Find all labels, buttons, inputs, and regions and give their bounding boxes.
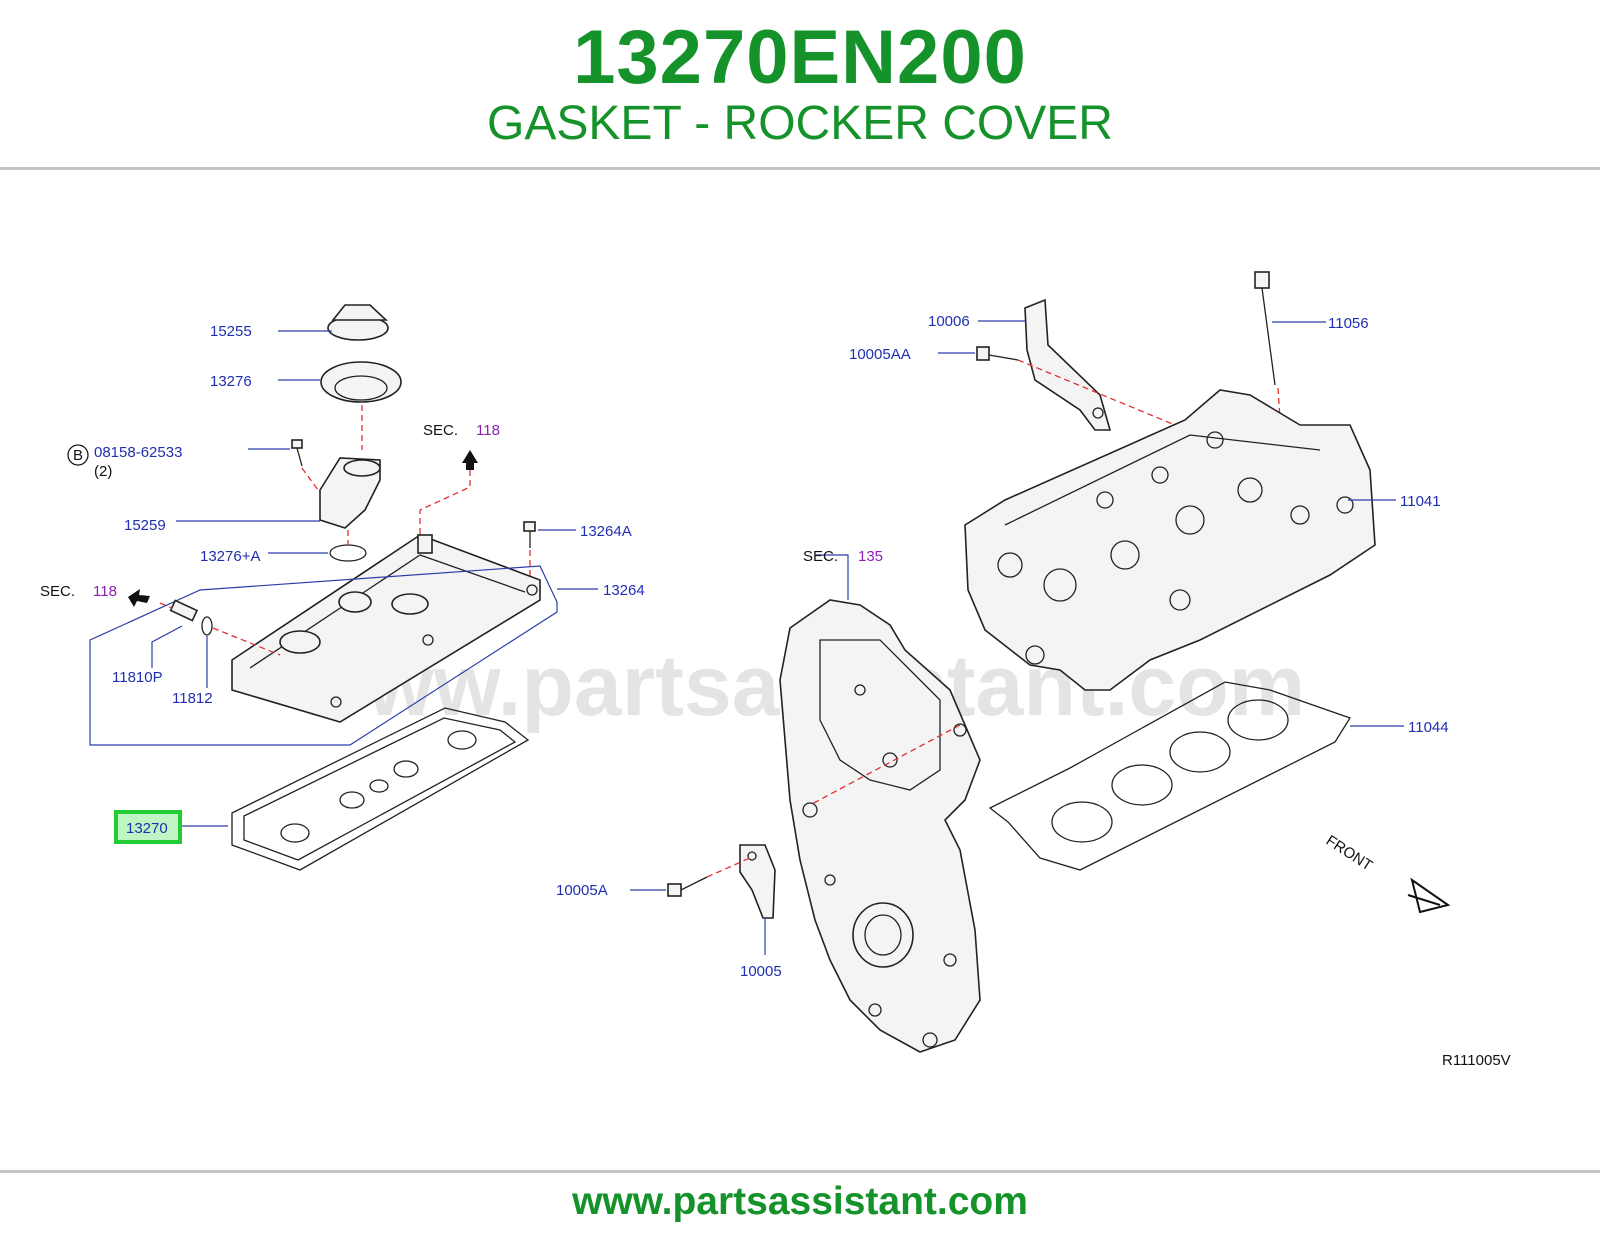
sec-label: SEC. [803, 548, 838, 565]
oil-filler-cap [278, 304, 389, 341]
callout-13264[interactable]: 13264 [603, 582, 645, 599]
sec-118-link[interactable]: 118 [93, 583, 117, 600]
callout-13276-a[interactable]: 13276+A [200, 548, 260, 565]
rocker-cover-gasket [182, 707, 530, 871]
bolt-marker-letter: B [73, 447, 83, 464]
part-number-title: 13270EN200 [573, 15, 1027, 100]
bracket-bolt [630, 876, 708, 897]
sec-118-link[interactable]: 118 [476, 422, 500, 439]
callout-10005aa[interactable]: 10005AA [849, 346, 911, 363]
oil-filler-neck [176, 457, 381, 529]
flange-bolt [248, 439, 303, 467]
callout-10006[interactable]: 10006 [928, 313, 970, 330]
footer-url-link[interactable]: www.partsassistant.com [572, 1180, 1028, 1223]
section-arrow-icon [128, 589, 150, 607]
rocker-cover-bolt [523, 521, 576, 548]
bracket-bolt [938, 346, 1019, 361]
callout-11812[interactable]: 11812 [172, 690, 213, 707]
callout-08158-62533[interactable]: 08158-62533 [94, 444, 182, 461]
timing-cover-bracket [739, 844, 776, 955]
callout-13276[interactable]: 13276 [210, 373, 252, 390]
callout-15255[interactable]: 15255 [210, 323, 252, 340]
callout-11041[interactable]: 11041 [1400, 493, 1441, 510]
cylinder-head-gasket [988, 681, 1404, 871]
callout-15259[interactable]: 15259 [124, 517, 166, 534]
front-label: FRONT [1323, 832, 1376, 874]
callout-10005[interactable]: 10005 [740, 963, 782, 980]
bolt-marker-circle [67, 444, 89, 466]
part-name-subtitle: GASKET - ROCKER COVER [487, 97, 1113, 150]
callout-11056[interactable]: 11056 [1328, 315, 1369, 332]
section-arrow-icon [462, 450, 478, 470]
engine-lifting-bracket [978, 298, 1112, 431]
callout-11810p[interactable]: 11810P [112, 669, 163, 686]
pcv-valve-o-ring [201, 616, 213, 688]
header-divider [0, 167, 1600, 170]
sec-135-link[interactable]: 135 [858, 548, 883, 565]
footer-divider [0, 1170, 1600, 1173]
front-timing-cover [779, 554, 981, 1053]
highlight-box[interactable] [114, 810, 182, 844]
oil-cap-seal [278, 361, 402, 403]
callout-10005a[interactable]: 10005A [556, 882, 608, 899]
sec-label: SEC. [423, 422, 458, 439]
quantity-label: (2) [94, 463, 112, 480]
sec-label: SEC. [40, 583, 75, 600]
cylinder-head [964, 389, 1396, 691]
callout-13270[interactable]: 13270 [126, 820, 168, 837]
filler-neck-o-ring [268, 544, 367, 562]
callout-13264a[interactable]: 13264A [580, 523, 632, 540]
rocker-cover [89, 534, 598, 746]
callout-11044[interactable]: 11044 [1408, 719, 1449, 736]
diagram-code: R111005V [1442, 1052, 1511, 1069]
cylinder-head-bolt [1254, 271, 1326, 386]
pcv-valve [151, 599, 199, 668]
front-direction-indicator: FRONT [1323, 832, 1451, 914]
